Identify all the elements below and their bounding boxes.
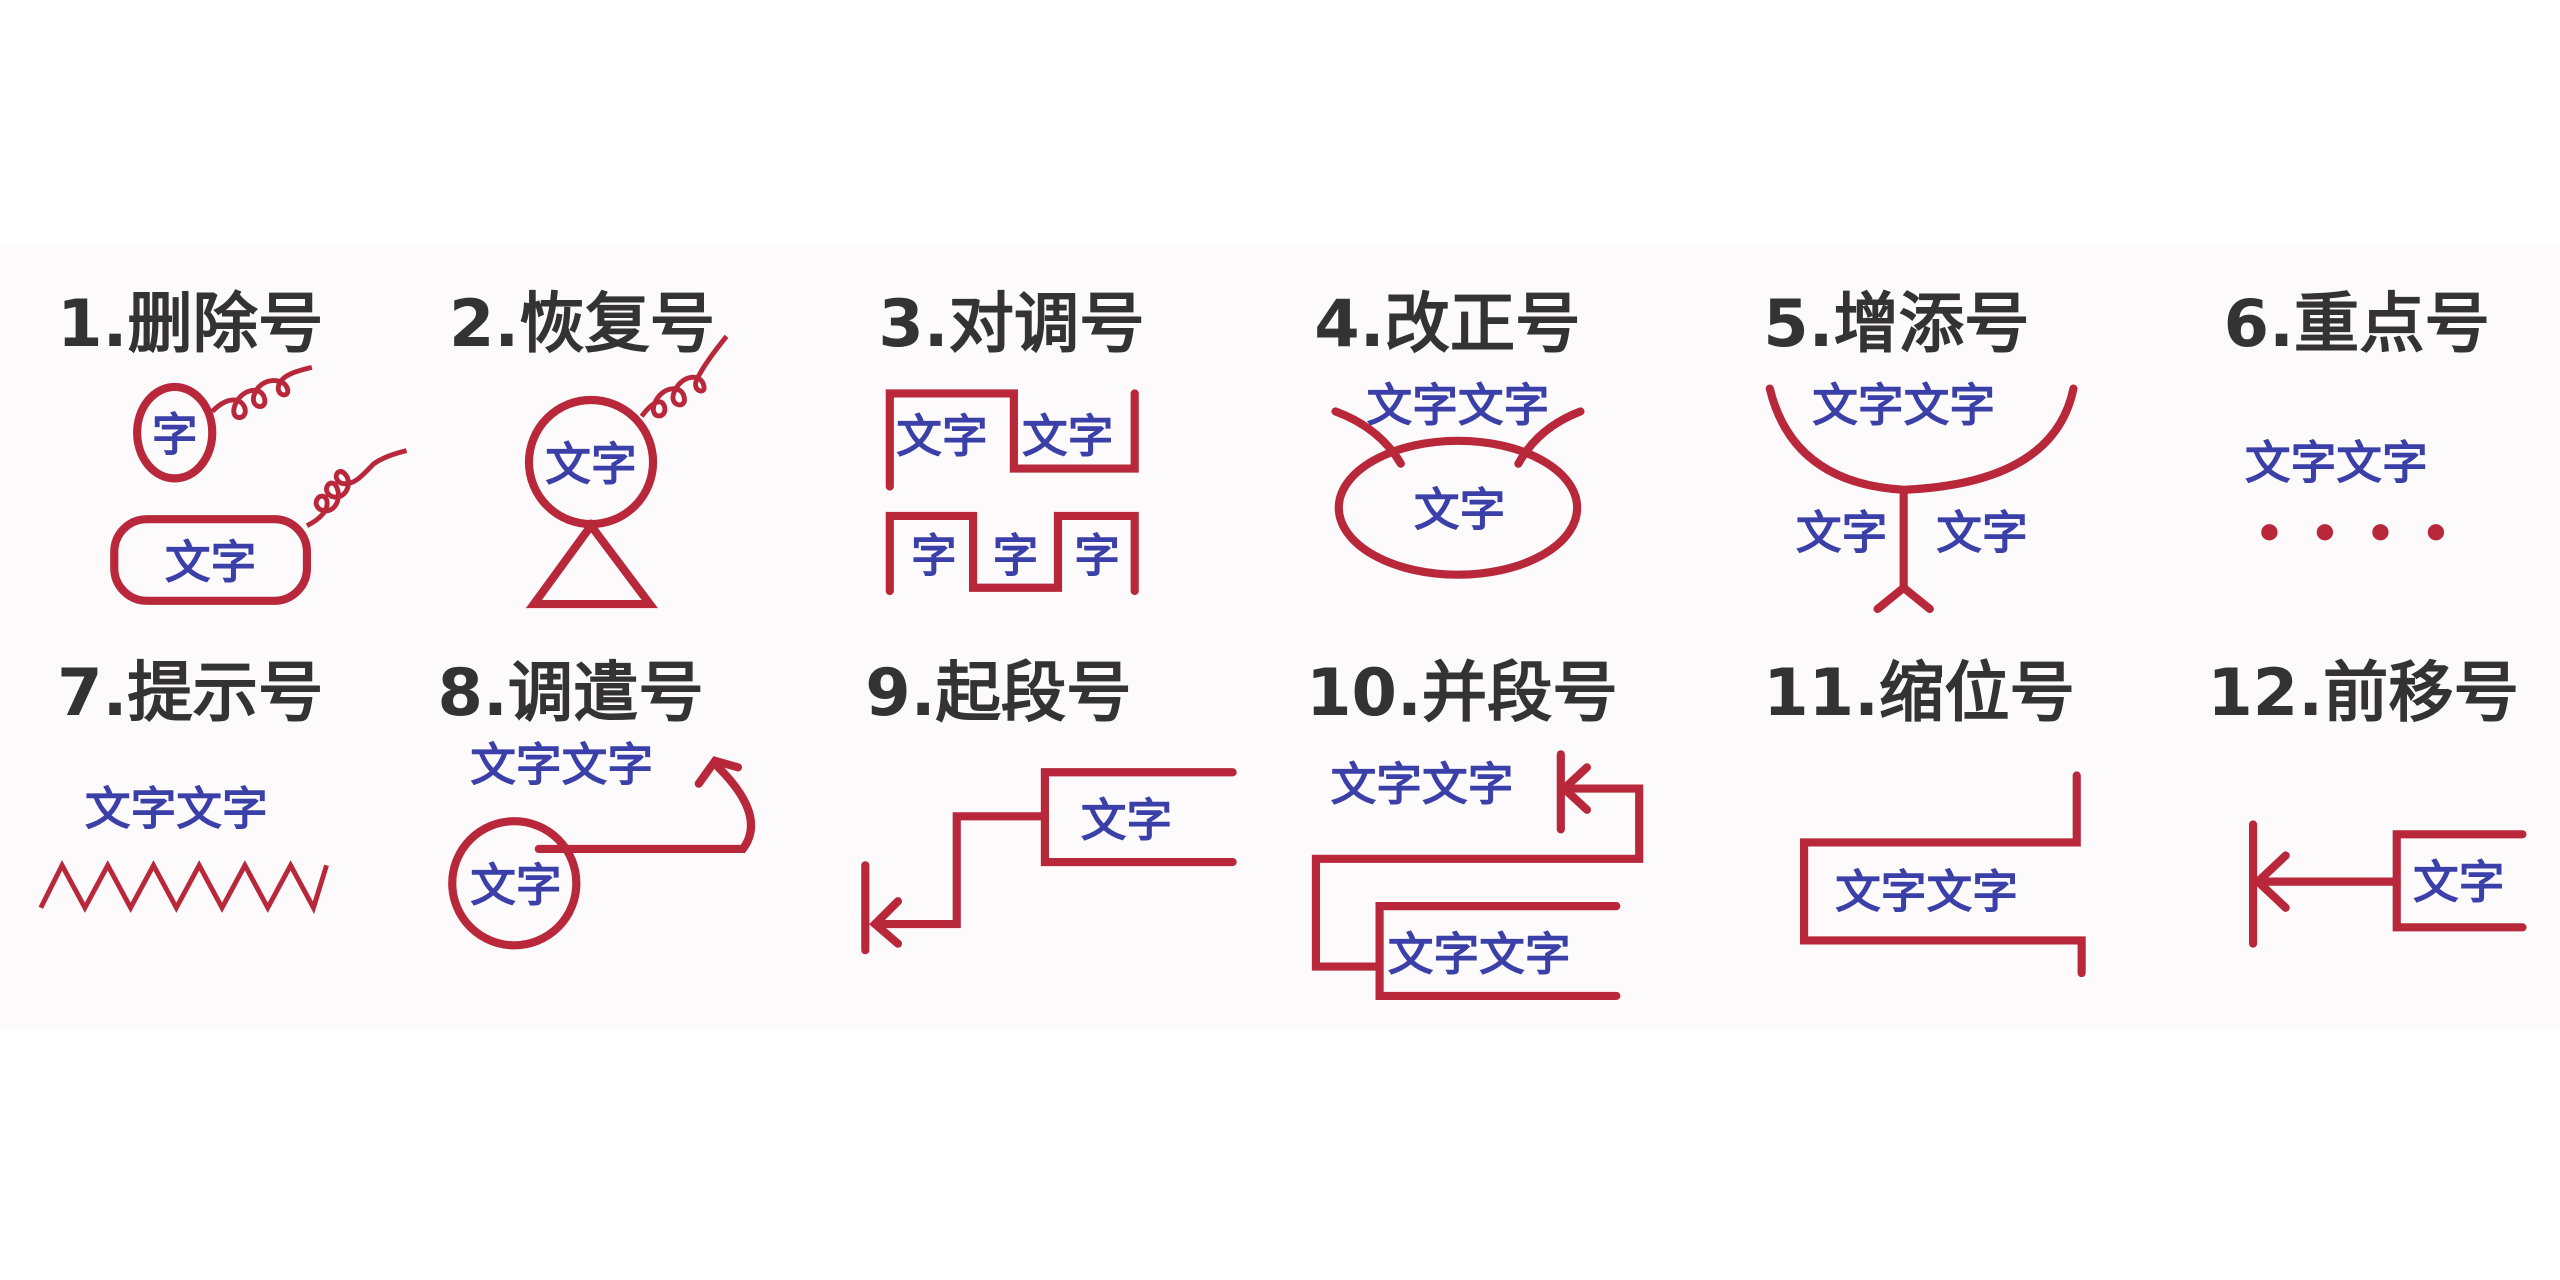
mark-swap: 文字 文字 字 字 字: [885, 389, 1139, 596]
swap-line-bottom: [885, 511, 1139, 596]
sample-text: 字: [1074, 529, 1120, 582]
indent-bracket: [1800, 771, 2086, 978]
bracket-line: [2392, 830, 2527, 932]
dot-mark: [2316, 524, 2334, 541]
sample-text: 文字文字: [1812, 379, 1995, 432]
delete-curl-icon: [305, 448, 408, 528]
sample-text: 文字文字: [1331, 758, 1514, 811]
label-merge-paragraph: 10.并段号: [1306, 655, 1618, 731]
label-outdent: 12.前移号: [2207, 655, 2519, 731]
correct-line-right: [1514, 407, 1585, 468]
sample-text: 文字: [165, 536, 256, 589]
label-correct: 4.改正号: [1314, 286, 1580, 362]
triangle-icon: [525, 518, 658, 609]
correct-line-left: [1331, 407, 1405, 468]
delete-curl-icon: [210, 364, 313, 420]
mark-correct: 文字文字 文字: [1331, 379, 1585, 579]
label-new-paragraph: 9.起段号: [865, 655, 1131, 731]
sample-text: 文字: [1081, 794, 1172, 847]
merge-line: [1311, 784, 1644, 971]
arrowhead-icon: [2252, 851, 2401, 912]
dot-mark: [2372, 524, 2389, 541]
sample-text: 文字文字: [1388, 928, 1571, 981]
mark-emphasis: 文字文字: [2245, 436, 2445, 541]
restore-curl-icon: [639, 334, 729, 419]
mark-insert: 文字文字 文字 文字: [1765, 379, 2078, 614]
mark-new-paragraph: 文字: [861, 768, 1237, 955]
dot-mark: [2427, 524, 2445, 541]
background-band: [0, 244, 2560, 1029]
box-mark: [110, 515, 312, 605]
sample-text: 文字文字: [470, 738, 653, 791]
label-swap: 3.对调号: [878, 286, 1144, 362]
mark-outdent: 文字: [2248, 820, 2527, 948]
step-line: [871, 812, 1049, 929]
ellipse-mark: [1334, 436, 1582, 579]
sample-text: 文字文字: [2245, 436, 2428, 489]
label-indent: 11.缩位号: [1763, 655, 2075, 731]
mark-hint: 文字文字: [38, 782, 329, 915]
mark-restore: 文字: [524, 334, 729, 609]
sample-text: 文字: [1414, 484, 1505, 537]
mark-delete: 字 文字: [110, 364, 408, 605]
insert-stem: [1873, 485, 1934, 614]
sample-text: 文字: [1022, 410, 1113, 463]
dot-mark: [2261, 524, 2278, 541]
label-insert: 5.增添号: [1763, 286, 2029, 362]
sample-text: 字: [993, 529, 1039, 582]
mark-indent: 文字文字: [1800, 771, 2086, 978]
mark-move: 文字文字 文字: [448, 738, 756, 950]
sample-text: 文字: [545, 438, 636, 491]
sample-text: 文字: [2413, 856, 2504, 909]
label-restore: 2.恢复号: [449, 286, 715, 362]
sample-text: 文字: [1796, 507, 1887, 560]
label-hint: 7.提示号: [57, 655, 323, 731]
circle-mark: [448, 817, 581, 950]
circle-mark: [133, 382, 217, 483]
sample-text: 文字: [1936, 507, 2027, 560]
swap-line-top: [885, 389, 1139, 491]
arrowhead-icon: [861, 861, 903, 955]
sample-text: 文字文字: [1367, 379, 1550, 432]
sample-text: 文字文字: [1835, 866, 2018, 919]
sample-text: 文字: [470, 859, 561, 912]
sample-text: 字: [152, 409, 198, 462]
label-delete: 1.删除号: [57, 286, 323, 362]
label-emphasis: 6.重点号: [2224, 286, 2490, 362]
move-arrow-line: [534, 763, 756, 854]
sample-text: 文字文字: [85, 782, 268, 835]
sample-text: 字: [911, 529, 957, 582]
label-move: 8.调遣号: [438, 655, 704, 731]
arrowhead-icon: [694, 756, 743, 788]
mark-merge-paragraph: 文字文字 文字文字: [1311, 750, 1644, 1000]
sample-text: 文字: [896, 410, 987, 463]
zigzag-line: [38, 859, 329, 915]
bracket-line: [1375, 902, 1621, 1000]
